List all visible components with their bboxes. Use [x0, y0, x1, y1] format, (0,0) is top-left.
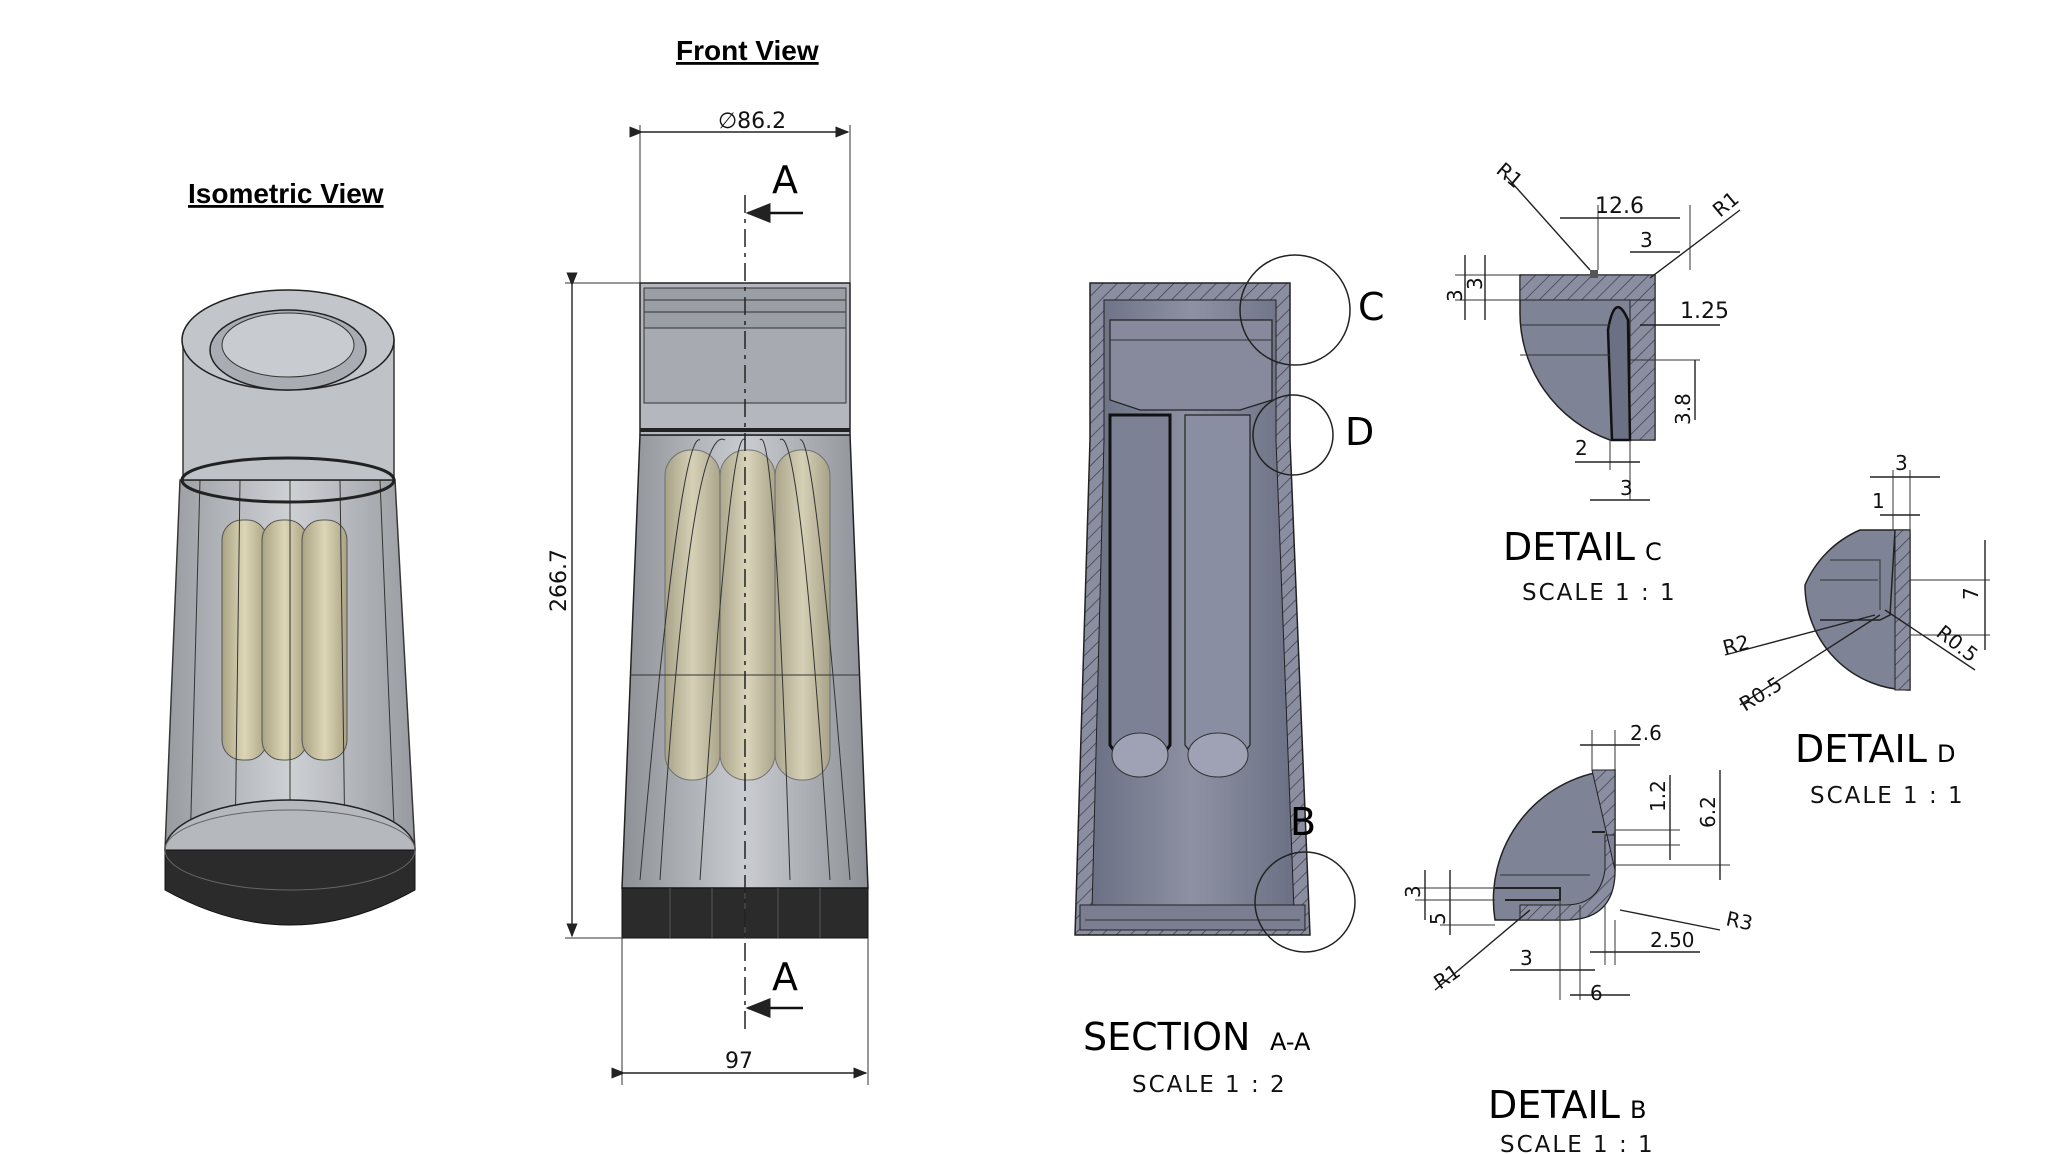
detail-c-drawing — [1519, 270, 1656, 442]
detail-c-dim-1-25: 1.25 — [1680, 299, 1729, 324]
detail-b-dim-6: 6 — [1590, 981, 1603, 1005]
detail-b-drawing — [1492, 769, 1616, 921]
detail-c-dim-3-8: 3.8 — [1671, 393, 1695, 425]
detail-b-dim-2-6: 2.6 — [1630, 721, 1662, 745]
section-cut-label-bottom: A — [772, 955, 798, 999]
detail-d-drawing — [1804, 529, 1911, 691]
detail-c-dim-r1-right: R1 — [1708, 186, 1744, 221]
detail-b-dims: 2.6 1.2 6.2 3 5 R3 2.50 R1 3 6 — [1401, 721, 1755, 1005]
diameter-dim: ∅86.2 — [718, 109, 786, 134]
base-width-dim: 97 — [725, 1049, 753, 1074]
section-scale: SCALE 1 : 2 — [1132, 1072, 1287, 1098]
detail-c-dim-2: 2 — [1575, 436, 1588, 460]
detail-d-scale: SCALE 1 : 1 — [1810, 783, 1965, 809]
detail-b-dim-1-2: 1.2 — [1646, 780, 1670, 812]
detail-d-title: DETAIL — [1795, 727, 1927, 771]
detail-d-dim-r2: R2 — [1720, 630, 1752, 660]
detail-c-dim-3-bottom: 3 — [1620, 476, 1633, 500]
detail-b-dim-r1: R1 — [1429, 959, 1465, 994]
section-suffix: A-A — [1270, 1028, 1311, 1056]
detail-b-dim-3-bottom: 3 — [1520, 946, 1533, 970]
detail-b-dim-6-2: 6.2 — [1696, 796, 1720, 828]
detail-d-dim-r0-5-left: R0.5 — [1735, 672, 1786, 717]
callout-b: B — [1290, 800, 1316, 844]
detail-c-dim-3-left-b: 3 — [1463, 277, 1487, 290]
front-view-title: Front View — [676, 35, 819, 66]
isometric-drawing — [164, 289, 416, 926]
detail-c-suffix: C — [1645, 538, 1662, 566]
detail-b-dim-2-50: 2.50 — [1650, 928, 1695, 952]
detail-b-dim-5: 5 — [1426, 912, 1450, 925]
detail-b-dim-3: 3 — [1401, 885, 1425, 898]
detail-d-suffix: D — [1937, 740, 1955, 768]
detail-b-suffix: B — [1630, 1096, 1646, 1124]
callout-d: D — [1345, 410, 1374, 454]
detail-c-dim-r1-left: R1 — [1492, 157, 1528, 192]
section-cut-label-top: A — [772, 158, 798, 202]
front-dimensions: ∅86.2 266.7 97 A A — [547, 109, 869, 1085]
front-drawing — [621, 195, 869, 1030]
detail-c-title: DETAIL — [1503, 525, 1635, 569]
isometric-view-title: Isometric View — [188, 178, 384, 209]
detail-b-title: DETAIL — [1488, 1083, 1620, 1127]
section-a-a-drawing — [1074, 254, 1356, 953]
detail-c-dim-3-top: 3 — [1640, 228, 1653, 252]
detail-d-dim-7: 7 — [1959, 587, 1983, 600]
detail-c-dim-12-6: 12.6 — [1595, 194, 1644, 219]
detail-c-dim-3-left-a: 3 — [1443, 289, 1467, 302]
detail-d-dim-r0-5-right: R0.5 — [1932, 620, 1983, 667]
detail-d-dim-1: 1 — [1872, 489, 1885, 513]
detail-d-dim-3: 3 — [1895, 451, 1908, 475]
detail-b-scale: SCALE 1 : 1 — [1500, 1132, 1655, 1154]
section-title: SECTION — [1083, 1015, 1250, 1059]
detail-b-dim-r3: R3 — [1724, 906, 1755, 935]
callout-c: C — [1358, 285, 1385, 329]
detail-c-scale: SCALE 1 : 1 — [1522, 580, 1677, 606]
height-dim: 266.7 — [547, 549, 572, 612]
